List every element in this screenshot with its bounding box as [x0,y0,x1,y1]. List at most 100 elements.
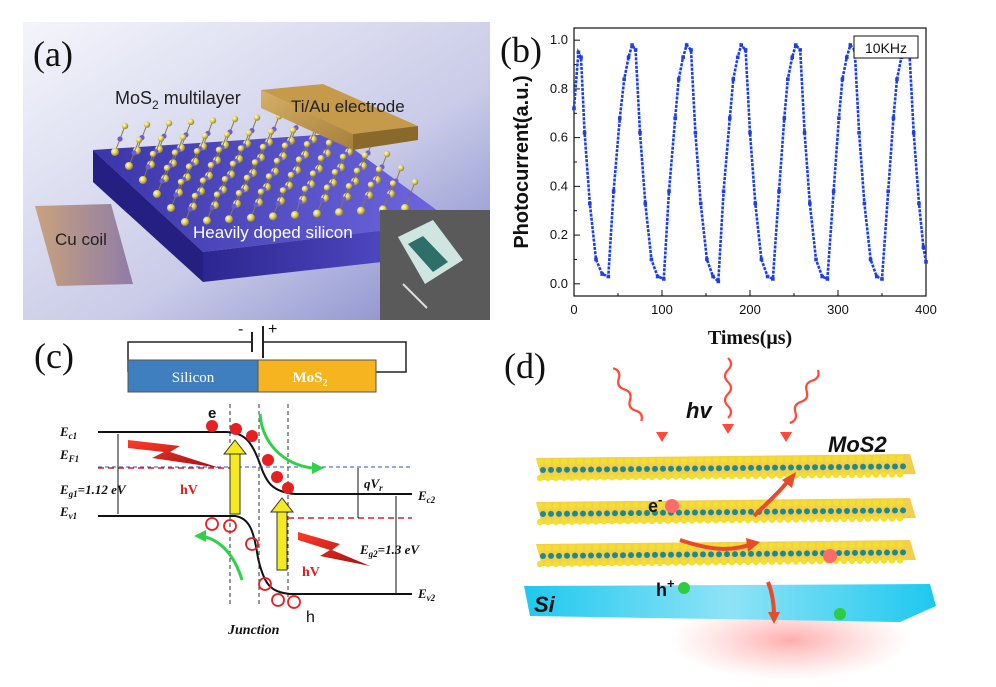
atom [676,509,682,516]
atom [648,517,656,525]
data-point [921,245,926,250]
atom [832,515,840,523]
atom [313,209,321,218]
atom [536,544,544,552]
atom [760,472,768,479]
atom [131,150,137,156]
atom [407,192,413,198]
atom [612,552,618,559]
atom [808,472,816,479]
atom [560,502,568,509]
atom [540,553,546,559]
data-point [820,274,824,279]
atom [588,552,594,559]
data-point [917,201,921,206]
minus-sign: - [238,322,243,338]
atom [145,164,151,170]
electrode-top [261,84,418,134]
atom [796,550,802,557]
atom [247,213,255,222]
atom [728,472,736,480]
atom [856,471,864,478]
panel-d: (d) hv Si e- h+ MoS2 [490,340,996,682]
lightning-bolt-si [128,440,220,468]
data-point [576,50,581,55]
data-point [693,130,698,135]
atom [660,509,666,516]
atom [167,204,175,212]
atom [279,187,287,194]
atom [836,550,842,557]
atom [616,474,624,481]
atom [620,510,626,517]
data-point [848,43,853,47]
atom [251,159,259,166]
atom [848,541,856,549]
atom [832,455,840,463]
data-point [837,116,841,120]
atom [213,191,221,198]
atom [860,549,866,556]
atom [824,471,832,479]
atom [676,551,682,558]
data-point [911,130,916,135]
atom [692,551,698,558]
electron-flow-arrow [258,413,313,470]
eg1-label: Eg1=1.12 eV [59,482,127,499]
atom [680,517,688,524]
atom [672,543,680,550]
atom [536,502,544,510]
atom [884,507,890,514]
atom [832,471,840,479]
series-line [572,42,928,285]
atom [624,543,632,551]
atom [848,471,856,479]
data-point [617,116,622,120]
atom [788,464,794,471]
atom [752,516,760,524]
atom [880,499,888,506]
atom [900,507,906,514]
atom [888,515,896,522]
light-wave [612,367,643,422]
atom [776,500,784,507]
atom [616,544,624,551]
data-point [735,55,740,60]
data-point [711,274,715,279]
atom [720,558,728,566]
atom [864,499,872,506]
atom [840,499,848,507]
atom [680,457,688,464]
atom [776,558,784,565]
atom [267,128,275,135]
atom [544,458,552,466]
atom [740,509,746,515]
atom [600,502,608,509]
atom [652,551,658,558]
atom [804,464,810,471]
hole-label: h+ [656,576,675,600]
atom [704,457,712,464]
data-point [705,257,709,262]
atom [876,549,882,556]
silicon-box [127,359,259,393]
data-point [874,274,879,279]
atom [664,543,672,550]
atom [229,160,237,167]
x-tick-label: 0 [570,302,577,317]
atom [576,502,584,509]
atom [564,510,570,517]
atom [784,500,792,507]
atom [580,466,586,473]
hole [205,517,219,531]
atom [303,141,311,148]
atom [800,456,808,463]
y-tick-label: 1.0 [550,32,568,47]
data-point [606,274,611,279]
atom [572,466,578,473]
data-point [633,48,638,52]
atom [335,208,343,217]
atom [840,455,848,463]
atom [840,541,848,549]
atom [872,515,880,522]
